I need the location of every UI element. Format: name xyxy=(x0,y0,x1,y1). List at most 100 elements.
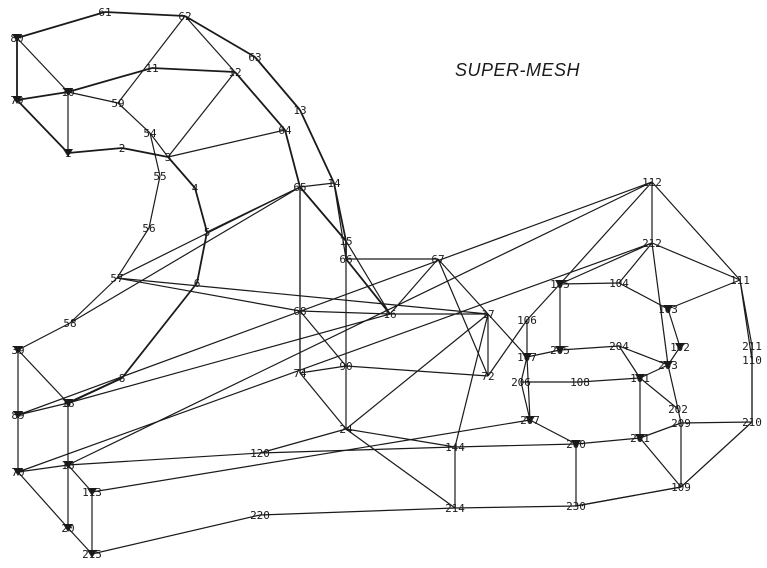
mesh-edge xyxy=(579,377,641,383)
mesh-edge xyxy=(196,231,208,284)
node-label: 55 xyxy=(153,170,166,183)
mesh-edge xyxy=(454,505,577,509)
mesh-edge xyxy=(677,408,682,424)
mesh-edge xyxy=(17,471,69,529)
node-label: 24 xyxy=(339,423,353,436)
node-marker-icon xyxy=(63,149,73,157)
mesh-node-105: 105 xyxy=(550,278,570,291)
mesh-edge xyxy=(67,181,653,466)
mesh-edge xyxy=(117,15,186,104)
mesh-node-54: 54 xyxy=(143,127,157,140)
mesh-node-70: 70 xyxy=(11,466,24,479)
mesh-node-209: 209 xyxy=(671,417,691,430)
node-label: 39 xyxy=(11,344,24,357)
node-marker-icon xyxy=(555,280,565,288)
node-marker-icon xyxy=(663,361,673,369)
node-label: 70 xyxy=(11,466,24,479)
mesh-edge xyxy=(234,71,286,131)
node-label: 4 xyxy=(192,182,199,195)
mesh-edge xyxy=(121,282,198,379)
mesh-edge xyxy=(437,258,489,377)
node-label: 18 xyxy=(61,459,74,472)
mesh-edge xyxy=(618,345,641,379)
node-marker-icon xyxy=(663,305,673,313)
mesh-node-90: 90 xyxy=(339,360,352,373)
mesh-edge xyxy=(67,377,123,404)
node-label: 89 xyxy=(11,409,24,422)
mesh-edge xyxy=(69,277,118,324)
node-label: 215 xyxy=(82,548,102,561)
mesh-node-204: 204 xyxy=(609,340,629,353)
node-label: 206 xyxy=(511,376,531,389)
node-label: 67 xyxy=(431,253,444,266)
mesh-node-66: 66 xyxy=(339,253,352,266)
mesh-node-200: 200 xyxy=(566,438,586,451)
mesh-edge xyxy=(67,147,123,154)
mesh-edge xyxy=(639,422,682,439)
node-label: 109 xyxy=(671,481,691,494)
node-label: 105 xyxy=(550,278,570,291)
node-label: 107 xyxy=(517,351,537,364)
mesh-node-64: 64 xyxy=(278,124,292,137)
node-label: 12 xyxy=(228,66,241,79)
mesh-node-211: 211 xyxy=(742,340,762,353)
mesh-edge xyxy=(345,240,391,315)
mesh-edge xyxy=(680,421,753,488)
mesh-edge xyxy=(526,349,561,358)
node-label: 106 xyxy=(517,314,537,327)
mesh-node-11: 11 xyxy=(145,62,158,75)
mesh-node-58: 58 xyxy=(63,317,76,330)
node-label: 14 xyxy=(327,177,341,190)
mesh-node-15: 15 xyxy=(339,235,352,248)
mesh-edge xyxy=(575,486,682,507)
mesh-edge xyxy=(680,421,753,424)
mesh-node-201: 201 xyxy=(630,432,650,445)
mesh-edge xyxy=(17,349,69,404)
node-label: 230 xyxy=(566,500,586,513)
mesh-edge xyxy=(254,56,301,111)
mesh-edge xyxy=(639,437,682,488)
node-label: 120 xyxy=(250,447,270,460)
mesh-node-203: 203 xyxy=(658,359,678,372)
node-label: 1 xyxy=(65,147,72,160)
mesh-edge xyxy=(487,319,528,377)
mesh-edge xyxy=(667,364,679,410)
node-label: 201 xyxy=(630,432,650,445)
mesh-edge xyxy=(149,132,169,158)
node-label: 56 xyxy=(142,222,155,235)
mesh-edge xyxy=(618,345,669,366)
node-marker-icon xyxy=(12,96,22,104)
mesh-node-104: 104 xyxy=(609,277,629,290)
mesh-node-55: 55 xyxy=(153,170,166,183)
node-label: 63 xyxy=(248,51,261,64)
mesh-edge xyxy=(67,67,153,93)
mesh-edge xyxy=(116,277,489,315)
mesh-edge xyxy=(17,242,653,473)
mesh-edge xyxy=(345,313,489,430)
node-label: 108 xyxy=(570,376,590,389)
mesh-edge xyxy=(454,313,489,448)
node-label: 11 xyxy=(145,62,158,75)
node-label: 212 xyxy=(642,237,662,250)
mesh-node-62: 62 xyxy=(178,10,191,23)
node-label: 80 xyxy=(10,32,23,45)
mesh-edge xyxy=(104,11,186,17)
mesh-node-16: 16 xyxy=(383,308,396,321)
mesh-edge xyxy=(526,356,531,421)
mesh-edge xyxy=(116,277,301,312)
mesh-node-14: 14 xyxy=(327,177,341,190)
mesh-edge xyxy=(16,37,69,93)
node-label: 15 xyxy=(339,235,352,248)
mesh-edge xyxy=(651,181,741,281)
node-label: 205 xyxy=(550,344,570,357)
mesh-edge xyxy=(16,91,69,101)
node-label: 207 xyxy=(520,414,540,427)
mesh-node-4: 4 xyxy=(192,182,199,195)
node-label: 64 xyxy=(278,124,292,137)
node-label: 214 xyxy=(445,502,465,515)
node-label: 8 xyxy=(119,372,126,385)
diagram-title: SUPER-MESH xyxy=(455,60,581,80)
node-label: 102 xyxy=(670,341,690,354)
mesh-node-79: 79 xyxy=(10,94,23,107)
